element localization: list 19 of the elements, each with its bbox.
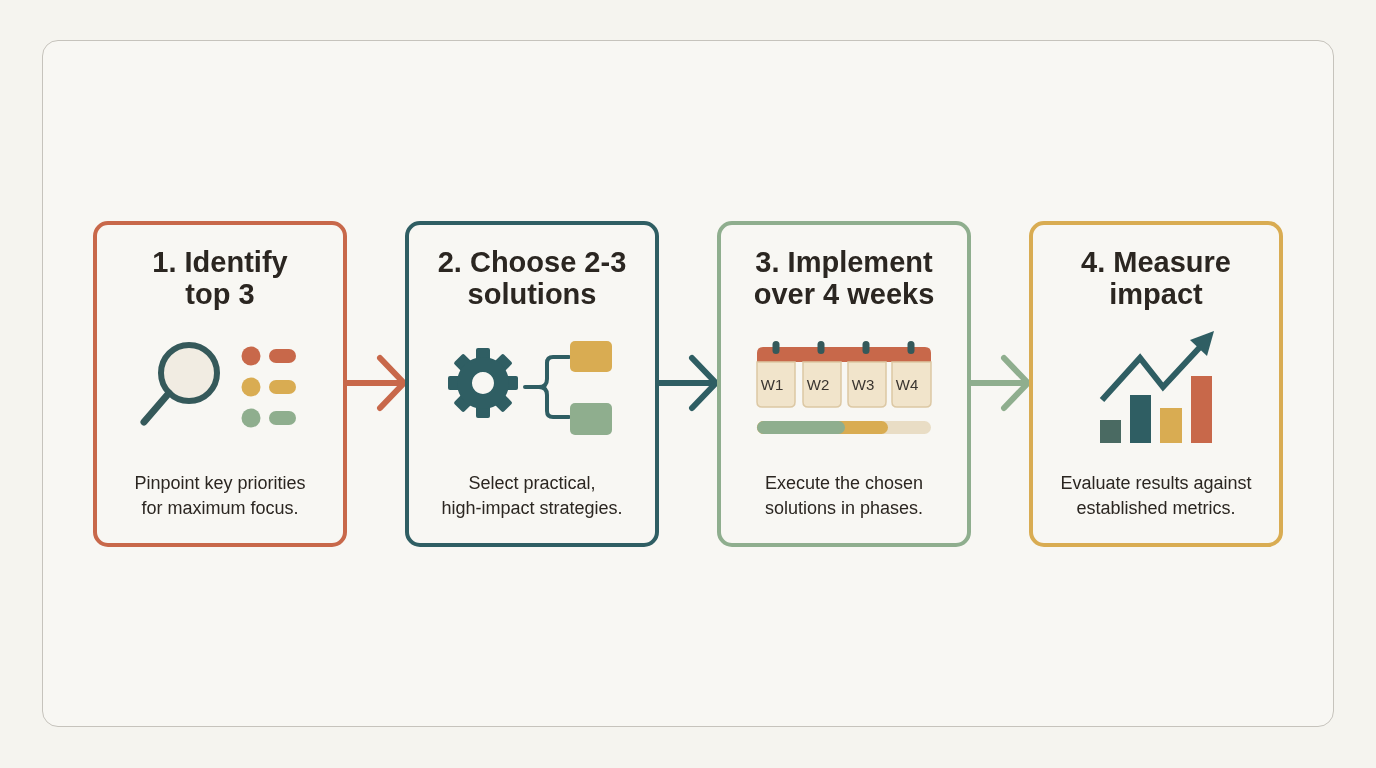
step-card xyxy=(93,221,347,547)
step-title: 4. Measure impact xyxy=(1080,246,1232,310)
step-card xyxy=(717,221,971,547)
step-description: Select practical, high-impact strategies. xyxy=(440,472,624,520)
week-label: W1 xyxy=(759,376,785,394)
arrow xyxy=(971,355,1031,411)
step-title: 1. Identify top 3 xyxy=(151,246,289,310)
week-label: W2 xyxy=(805,376,831,394)
arrow xyxy=(347,355,407,411)
step-title: 3. Implement over 4 weeks xyxy=(752,246,936,310)
step-description: Evaluate results against established metrics. xyxy=(1059,472,1253,520)
week-label: W4 xyxy=(894,376,920,394)
step-card xyxy=(405,221,659,547)
step-card xyxy=(1029,221,1283,547)
step-title: 2. Choose 2-3 solutions xyxy=(436,246,628,310)
arrow xyxy=(659,355,719,411)
step-description: Pinpoint key priorities for maximum focus. xyxy=(133,472,307,520)
week-label: W3 xyxy=(850,376,876,394)
step-description: Execute the chosen solutions in phases. xyxy=(763,472,925,520)
